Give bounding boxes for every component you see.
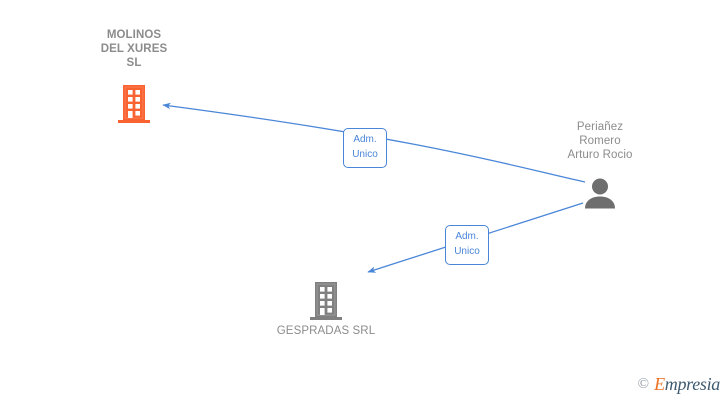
node-label-gespradas: GESPRADAS SRL: [276, 325, 376, 337]
building-icon[interactable]: [308, 281, 344, 321]
building-icon[interactable]: [116, 84, 152, 124]
edge-label-adm-unico-molinos[interactable]: Adm. Unico: [343, 128, 387, 168]
watermark-empresia: © Empresia: [637, 375, 721, 393]
brand-rest: mpresia: [664, 374, 721, 394]
brand-wordmark: Empresia: [654, 375, 720, 393]
person-icon-glyph: [585, 178, 615, 209]
building-icon-glyph: [118, 85, 150, 123]
copyright-symbol: ©: [637, 375, 650, 392]
person-icon[interactable]: [582, 177, 618, 209]
edge-label-adm-unico-gespradas[interactable]: Adm. Unico: [445, 225, 489, 265]
brand-initial: E: [654, 374, 665, 394]
node-label-person: Periañez Romero Arturo Rocio: [567, 121, 633, 162]
building-icon-glyph: [310, 282, 342, 320]
node-label-molinos: MOLINOS DEL XURES SL: [100, 29, 168, 70]
